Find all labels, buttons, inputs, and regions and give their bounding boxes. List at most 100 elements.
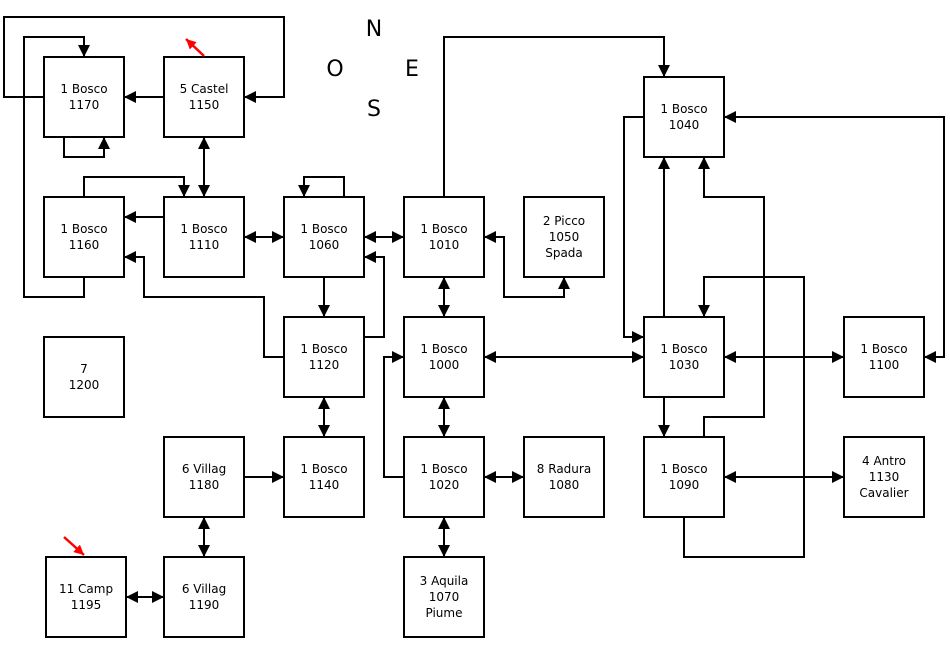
room-node-1090[interactable]: 1 Bosco 1090: [643, 436, 725, 518]
edge-1120-1060: [364, 251, 385, 338]
compass-west: O: [326, 57, 343, 82]
room-node-1120[interactable]: 1 Bosco 1120: [283, 316, 365, 398]
room-id: 1070: [429, 590, 460, 604]
room-id: 1050: [549, 230, 580, 244]
room-node-1110[interactable]: 1 Bosco 1110: [163, 196, 245, 278]
room-box[interactable]: [43, 336, 125, 418]
room-box[interactable]: [643, 76, 725, 158]
red-pointer-arrow-icon: [185, 38, 205, 57]
room-id: 1160: [69, 238, 100, 252]
edge-1020-1000: [383, 351, 404, 478]
edge-1160-1170: [23, 36, 90, 298]
room-node-1150[interactable]: 5 Castel 1150: [163, 56, 245, 138]
room-box[interactable]: [163, 436, 245, 518]
edge-1170-1150: [3, 16, 285, 103]
room-name: 4 Antro: [862, 454, 906, 468]
compass-south: S: [367, 97, 381, 122]
room-id: 1000: [429, 358, 460, 372]
room-name: 3 Aquila: [420, 574, 469, 588]
room-name: 1 Bosco: [660, 462, 707, 476]
room-box[interactable]: [643, 316, 725, 398]
room-box[interactable]: [643, 436, 725, 518]
edge-1060-1060: [298, 176, 345, 197]
room-box[interactable]: [403, 316, 485, 398]
edge-1040-1100: [724, 111, 945, 363]
room-id: 1090: [669, 478, 700, 492]
room-box[interactable]: [43, 196, 125, 278]
room-id: 1150: [189, 98, 220, 112]
room-name: 6 Villag: [182, 462, 226, 476]
compass-rose: N O E S: [326, 17, 419, 122]
room-box[interactable]: [283, 316, 365, 398]
room-node-1195[interactable]: 11 Camp 1195: [45, 556, 127, 638]
room-box[interactable]: [403, 436, 485, 518]
room-name: 1 Bosco: [300, 222, 347, 236]
room-node-1040[interactable]: 1 Bosco 1040: [643, 76, 725, 158]
room-name: 5 Castel: [180, 82, 229, 96]
room-box[interactable]: [523, 436, 605, 518]
room-name: 11 Camp: [59, 582, 113, 596]
room-name: 1 Bosco: [420, 222, 467, 236]
room-id: 1190: [189, 598, 220, 612]
red-pointer-arrow-icon: [63, 536, 85, 556]
room-name: 1 Bosco: [660, 342, 707, 356]
edge-1120-1160: [124, 251, 284, 358]
room-box[interactable]: [45, 556, 127, 638]
room-id: 1110: [189, 238, 220, 252]
room-node-1060[interactable]: 1 Bosco 1060: [283, 196, 365, 278]
room-id: 1040: [669, 118, 700, 132]
room-box[interactable]: [843, 436, 925, 518]
room-id: 1140: [309, 478, 340, 492]
compass-east: E: [405, 57, 419, 82]
room-name: 7: [80, 362, 88, 376]
compass-north: N: [366, 17, 382, 42]
room-name: 2 Picco: [543, 214, 585, 228]
room-name: 1 Bosco: [420, 462, 467, 476]
room-id: 1020: [429, 478, 460, 492]
markers-layer: [63, 38, 205, 556]
room-item: Piume: [426, 606, 463, 620]
edge-1050-1010: [484, 231, 570, 298]
room-id: 1195: [71, 598, 102, 612]
room-box[interactable]: [283, 436, 365, 518]
room-box[interactable]: [163, 556, 245, 638]
room-name: 1 Bosco: [660, 102, 707, 116]
room-node-1010[interactable]: 1 Bosco 1010: [403, 196, 485, 278]
room-box[interactable]: [163, 196, 245, 278]
room-node-1030[interactable]: 1 Bosco 1030: [643, 316, 725, 398]
room-node-1170[interactable]: 1 Bosco 1170: [43, 56, 125, 138]
room-box[interactable]: [843, 316, 925, 398]
room-name: 1 Bosco: [180, 222, 227, 236]
room-name: 1 Bosco: [60, 82, 107, 96]
room-id: 1170: [69, 98, 100, 112]
room-box[interactable]: [163, 56, 245, 138]
room-box[interactable]: [43, 56, 125, 138]
room-node-1020[interactable]: 1 Bosco 1020: [403, 436, 485, 518]
room-id: 1130: [869, 470, 900, 484]
room-box[interactable]: [283, 196, 365, 278]
room-id: 1030: [669, 358, 700, 372]
room-box[interactable]: [403, 556, 485, 638]
room-name: 1 Bosco: [300, 342, 347, 356]
room-item: Spada: [545, 246, 583, 260]
room-node-1000[interactable]: 1 Bosco 1000: [403, 316, 485, 398]
edge-1160-1110: [83, 176, 190, 197]
room-name: 8 Radura: [537, 462, 591, 476]
room-box[interactable]: [523, 196, 605, 278]
room-id: 1120: [309, 358, 340, 372]
room-box[interactable]: [403, 196, 485, 278]
room-id: 1060: [309, 238, 340, 252]
room-id: 1010: [429, 238, 460, 252]
room-name: 1 Bosco: [420, 342, 467, 356]
room-id: 1100: [869, 358, 900, 372]
